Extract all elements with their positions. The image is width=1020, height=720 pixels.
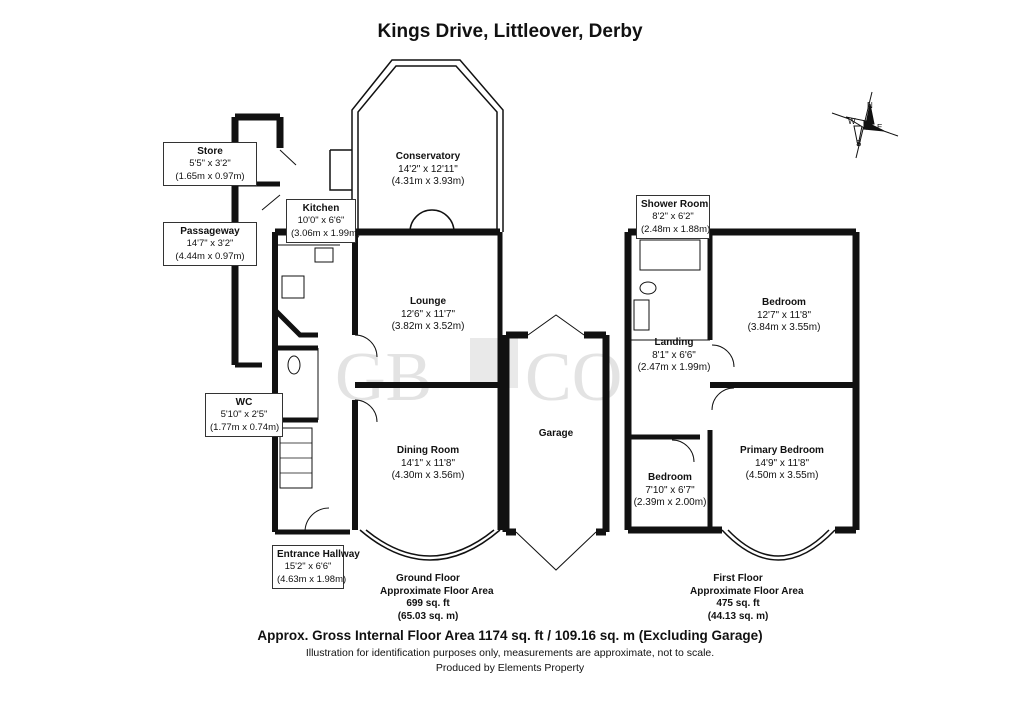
garage-name: Garage	[538, 428, 574, 439]
conservatory-label: Conservatory 14'2" x 12'11" (4.31m x 3.9…	[380, 151, 476, 189]
garage-walls	[502, 314, 610, 571]
watermark-block	[470, 338, 518, 388]
lounge-imperial: 12'6" x 11'7"	[400, 308, 456, 320]
lounge-name: Lounge	[409, 296, 447, 307]
produced-by: Produced by Elements Property	[435, 662, 585, 674]
bedroom2-name: Bedroom	[648, 472, 692, 483]
bedroom-label: Bedroom 12'7" x 11'8" (3.84m x 3.55m)	[736, 297, 832, 335]
compass-w: W	[848, 117, 856, 126]
first-floor-label: First Floor	[713, 573, 763, 584]
first-floor-area: First Floor Approximate Floor Area 475 s…	[690, 573, 804, 623]
first-floor-sub: Approximate Floor Area	[690, 585, 804, 597]
primary-metric: (4.50m x 3.55m)	[745, 470, 819, 481]
kitchen-label: Kitchen 10'0" x 6'6" (3.06m x 1.99m)	[286, 199, 360, 244]
bedroom2-label: Bedroom 7'10" x 6'7" (2.39m x 2.00m)	[632, 472, 708, 510]
lounge-label: Lounge 12'6" x 11'7" (3.82m x 3.52m)	[380, 296, 476, 334]
wc-imperial: 5'10" x 2'5"	[220, 409, 268, 421]
shower-label: Shower Room 8'2" x 6'2" (2.48m x 1.88m)	[636, 195, 711, 240]
dining-label: Dining Room 14'1" x 11'8" (4.30m x 3.56m…	[380, 445, 476, 483]
first-floor-sqm: (44.13 sq. m)	[707, 610, 769, 622]
first-floor-inner-walls	[628, 232, 856, 530]
store-label: Store 5'5" x 3'2" (1.65m x 0.97m)	[163, 142, 257, 187]
property-title: Kings Drive, Littleover, Derby	[377, 21, 643, 42]
landing-name: Landing	[654, 337, 694, 348]
hallway-label: Entrance Hallway 15'2" x 6'6" (4.63m x 1…	[272, 545, 360, 590]
garage-label: Garage	[516, 428, 596, 441]
watermark-left: GB	[335, 339, 432, 416]
ground-floor-sub: Approximate Floor Area	[380, 585, 494, 597]
passageway-name: Passageway	[180, 226, 240, 237]
lounge-dining-walls	[352, 228, 503, 561]
shower-metric: (2.48m x 1.88m)	[641, 223, 711, 235]
kitchen-walls	[272, 228, 360, 340]
wc-name: WC	[235, 397, 253, 408]
kitchen-metric: (3.06m x 1.99m)	[291, 227, 361, 239]
landing-label: Landing 8'1" x 6'6" (2.47m x 1.99m)	[636, 337, 712, 375]
wc-label: WC 5'10" x 2'5" (1.77m x 0.74m)	[205, 393, 283, 438]
kitchen-name: Kitchen	[302, 203, 340, 214]
compass-rose: N E S W	[831, 91, 899, 159]
shower-imperial: 8'2" x 6'2"	[652, 211, 694, 223]
store-name: Store	[197, 146, 223, 157]
dining-imperial: 14'1" x 11'8"	[400, 457, 456, 469]
bedroom2-imperial: 7'10" x 6'7"	[645, 484, 695, 496]
first-floor-plan	[624, 228, 860, 561]
first-floor-outer-walls	[624, 228, 860, 561]
store-imperial: 5'5" x 3'2"	[189, 158, 231, 170]
conservatory-imperial: 14'2" x 12'11"	[398, 163, 458, 175]
dining-metric: (4.30m x 3.56m)	[391, 470, 465, 481]
ground-floor-area: Ground Floor Approximate Floor Area 699 …	[380, 573, 494, 623]
bedroom-imperial: 12'7" x 11'8"	[756, 309, 812, 321]
primary-label: Primary Bedroom 14'9" x 11'8" (4.50m x 3…	[732, 445, 832, 483]
ground-floor-sqft: 699 sq. ft	[406, 598, 450, 609]
conservatory-metric: (4.31m x 3.93m)	[391, 176, 465, 187]
primary-imperial: 14'9" x 11'8"	[754, 457, 810, 469]
compass-n: N	[867, 101, 873, 110]
kitchen-imperial: 10'0" x 6'6"	[297, 215, 345, 227]
passageway-imperial: 14'7" x 3'2"	[186, 238, 234, 250]
store-metric: (1.65m x 0.97m)	[175, 170, 245, 182]
first-floor-sqft: 475 sq. ft	[716, 598, 760, 609]
conservatory-walls	[329, 59, 504, 233]
bedroom2-metric: (2.39m x 2.00m)	[633, 497, 707, 508]
disclaimer: Illustration for identification purposes…	[305, 647, 715, 659]
ground-floor-label: Ground Floor	[396, 573, 460, 584]
compass-s: S	[856, 139, 861, 148]
wc-metric: (1.77m x 0.74m)	[210, 421, 280, 433]
landing-imperial: 8'1" x 6'6"	[652, 349, 696, 361]
compass-e: E	[877, 123, 882, 132]
passageway-label: Passageway 14'7" x 3'2" (4.44m x 0.97m)	[163, 222, 257, 267]
hallway-imperial: 15'2" x 6'6"	[284, 561, 332, 573]
shower-name: Shower Room	[641, 199, 709, 210]
dining-name: Dining Room	[396, 445, 460, 456]
conservatory-name: Conservatory	[395, 151, 461, 162]
bedroom-metric: (3.84m x 3.55m)	[747, 322, 821, 333]
gross-area: Approx. Gross Internal Floor Area 1174 s…	[257, 628, 763, 643]
landing-metric: (2.47m x 1.99m)	[637, 362, 711, 373]
ground-floor-sqm: (65.03 sq. m)	[397, 610, 459, 622]
hallway-name: Entrance Hallway	[277, 549, 360, 560]
bedroom-name: Bedroom	[762, 297, 806, 308]
hallway-metric: (4.63m x 1.98m)	[277, 573, 347, 585]
primary-name: Primary Bedroom	[740, 445, 824, 456]
lounge-metric: (3.82m x 3.52m)	[391, 321, 465, 332]
passageway-metric: (4.44m x 0.97m)	[175, 250, 245, 262]
